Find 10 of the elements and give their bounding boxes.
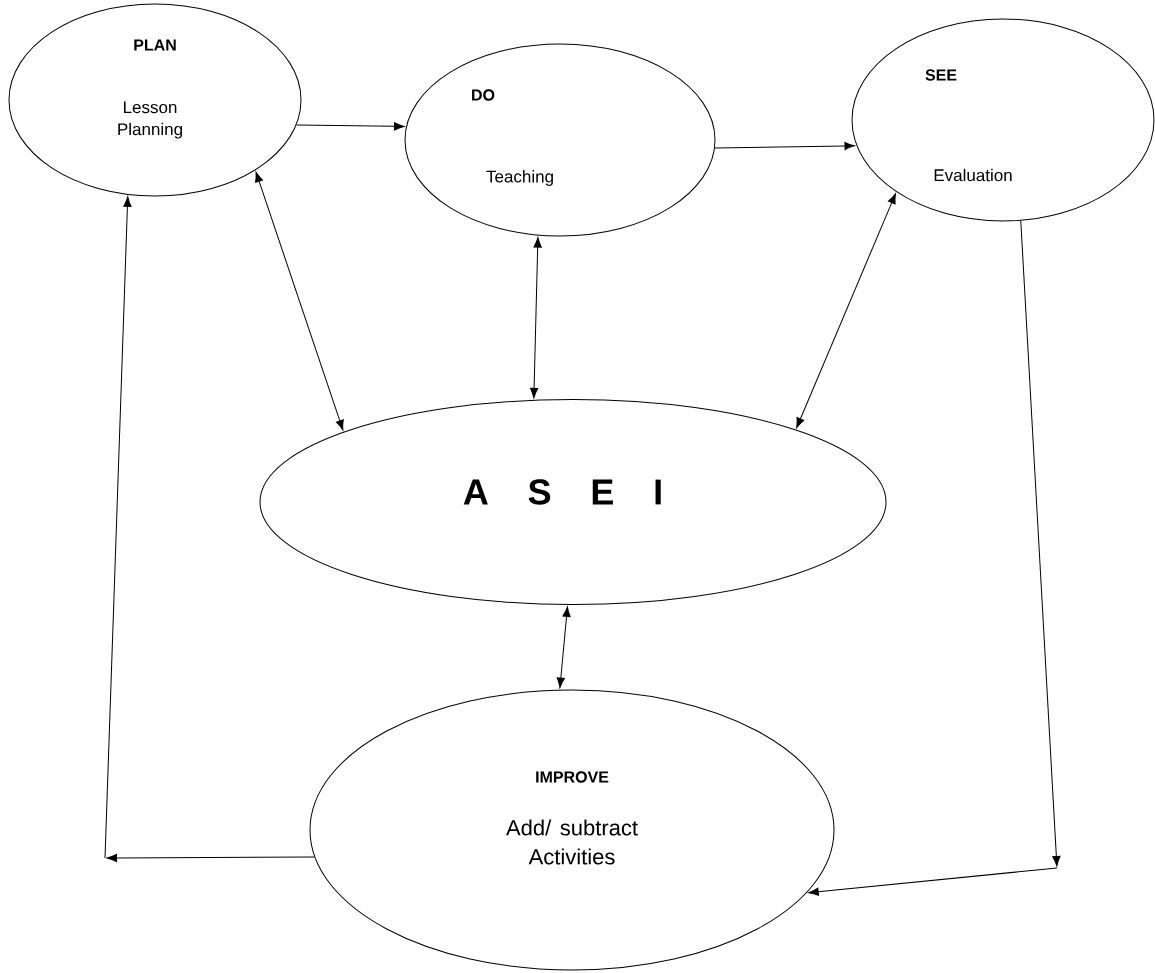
- arrow: [796, 193, 896, 429]
- arrow: [556, 606, 571, 689]
- arrow: [529, 237, 542, 399]
- arrow: [1020, 220, 1061, 867]
- arrow: [104, 196, 132, 859]
- arrow: [808, 867, 1058, 896]
- arrow: [296, 122, 405, 131]
- arrow: [255, 171, 344, 431]
- arrow: [106, 853, 315, 863]
- arrow: [714, 141, 855, 151]
